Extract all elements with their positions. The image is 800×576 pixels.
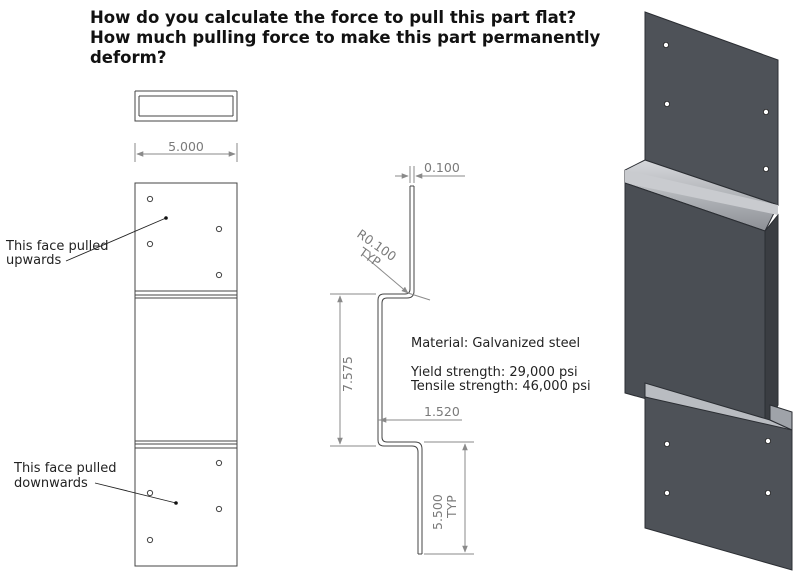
- offset-label: 1.520: [424, 404, 460, 419]
- hole: [215, 505, 223, 513]
- question-text: How do you calculate the force to pull t…: [90, 8, 601, 68]
- mounting-holes: [146, 195, 223, 544]
- width-dimension: 5.000: [134, 139, 238, 162]
- tensile-strength: Tensile strength: 46,000 psi: [410, 379, 591, 394]
- material-info: Material: Galvanized steel Yield strengt…: [410, 336, 591, 394]
- front-view: [134, 182, 238, 567]
- upper-note-line-2: upwards: [6, 253, 61, 268]
- thickness-dimension: 0.100: [395, 160, 465, 183]
- question-line-3: deform?: [90, 48, 167, 67]
- material-name: Material: Galvanized steel: [411, 336, 580, 351]
- top-view: [134, 90, 238, 122]
- upper-note-line-1: This face pulled: [5, 239, 108, 254]
- height-dimension: 7.575: [330, 293, 376, 447]
- flange-label: 5.500: [430, 494, 445, 530]
- hole: [664, 101, 671, 108]
- hole: [146, 195, 154, 203]
- hole: [765, 437, 772, 444]
- hole: [763, 165, 770, 172]
- hole: [215, 459, 223, 467]
- upper-face-annotation: This face pulled upwards: [5, 216, 168, 268]
- hole: [215, 225, 223, 233]
- width-label: 5.000: [168, 139, 204, 154]
- thickness-label: 0.100: [424, 160, 460, 175]
- hole: [146, 240, 154, 248]
- radius-callout: R0.100 TYP: [354, 226, 431, 301]
- lower-note-line-2: downwards: [14, 476, 88, 491]
- hole: [146, 536, 154, 544]
- lower-face-annotation: This face pulled downwards: [13, 461, 178, 505]
- question-line-1: How do you calculate the force to pull t…: [90, 8, 577, 27]
- offset-dimension: 1.520: [378, 404, 462, 423]
- hole: [663, 42, 670, 49]
- flange-dimension: 5.500 TYP: [424, 441, 474, 555]
- height-label: 7.575: [340, 356, 355, 392]
- yield-strength: Yield strength: 29,000 psi: [410, 365, 578, 380]
- hole: [765, 489, 772, 496]
- question-line-2: How much pulling force to make this part…: [90, 28, 601, 47]
- side-profile: [377, 185, 423, 555]
- hole: [146, 489, 154, 497]
- hole: [763, 109, 770, 116]
- hole: [215, 271, 223, 279]
- flange-typ-label: TYP: [444, 495, 459, 519]
- iso-part: [624, 11, 793, 571]
- hole: [664, 489, 671, 496]
- hole: [664, 440, 671, 447]
- iso-holes: [663, 42, 772, 496]
- lower-note-line-1: This face pulled: [13, 461, 116, 476]
